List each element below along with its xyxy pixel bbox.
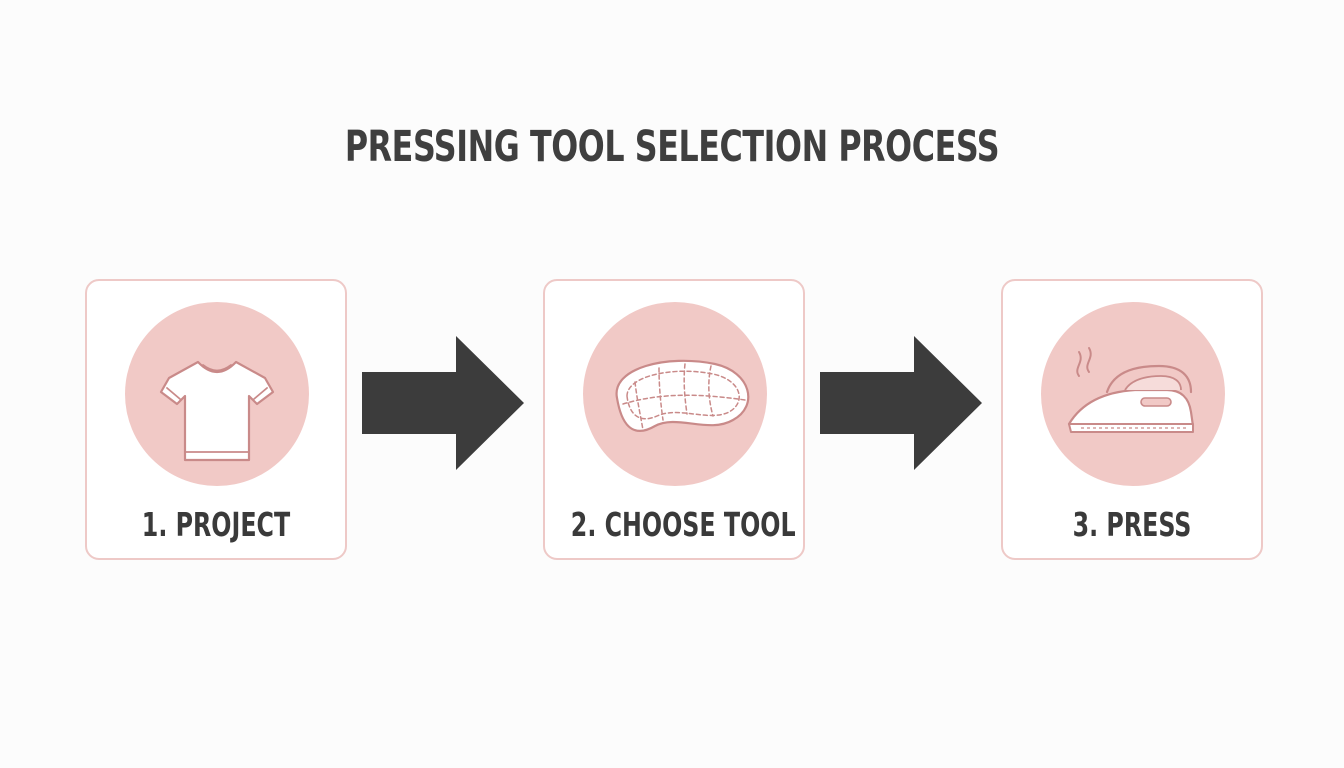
step-icon-circle: [1041, 302, 1225, 486]
arrow-right-icon: [820, 336, 982, 470]
step-label: 1. PROJECT: [141, 505, 291, 544]
step-label: 3. PRESS: [1072, 505, 1192, 544]
step-label: 2. CHOOSE TOOL: [570, 505, 796, 544]
diagram-title: PRESSING TOOL SELECTION PROCESS: [344, 122, 1000, 172]
step-icon-circle: [583, 302, 767, 486]
arrow-right-icon: [362, 336, 524, 470]
step-card-project: 1. PROJECT: [85, 279, 347, 560]
steam-iron-icon: [1067, 347, 1195, 433]
step-card-press: 3. PRESS: [1001, 279, 1263, 560]
step-card-choose-tool: 2. CHOOSE TOOL: [543, 279, 805, 560]
tshirt-icon: [159, 360, 275, 462]
step-icon-circle: [125, 302, 309, 486]
pressing-ham-icon: [615, 359, 750, 432]
